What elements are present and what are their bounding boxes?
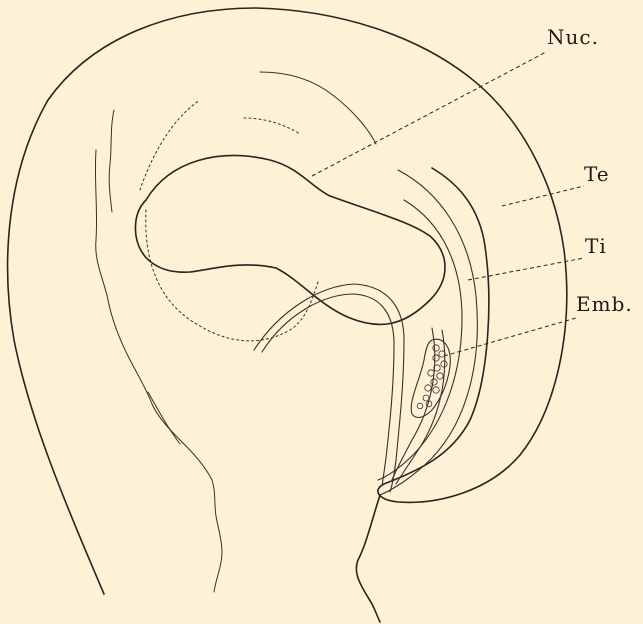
label-nucellus: Nuc. [547, 25, 599, 49]
dotted-upper-arc [244, 118, 300, 134]
embryo-sac-canal-left [254, 284, 404, 492]
nucellus-outline [135, 156, 445, 325]
leader-nuc [312, 52, 546, 176]
embryo-sac-canal-right [262, 294, 394, 486]
label-inner-integument: Ti [585, 234, 607, 258]
wavy-tissue-line-2 [109, 110, 114, 212]
wavy-tissue-line-3 [260, 72, 376, 144]
label-embryo: Emb. [576, 292, 633, 316]
leader-emb [444, 318, 576, 356]
leader-te [502, 186, 584, 206]
label-outer-integument: Te [584, 162, 610, 186]
dotted-nucellus-boundary [140, 100, 200, 190]
wavy-tissue-line-1 [95, 150, 222, 592]
wavy-tissue-line-4 [148, 392, 180, 444]
ovule-outer-outline [8, 8, 567, 594]
funicle-right-edge [356, 495, 380, 622]
dotted-lower-boundary [146, 210, 318, 341]
inner-integument-line [378, 200, 462, 480]
